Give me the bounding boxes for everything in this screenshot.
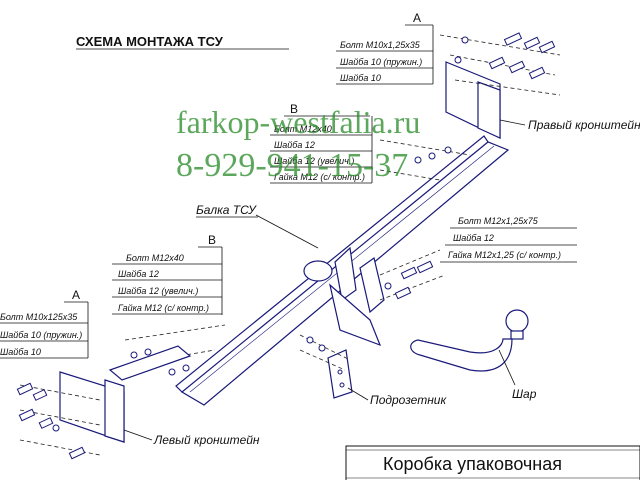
socket-leader — [347, 387, 369, 401]
ball-label: Шар — [512, 387, 537, 401]
center-mount — [303, 246, 385, 347]
left-b-item-2: Шайба 12 — [118, 269, 159, 279]
ball-bolts — [379, 249, 446, 301]
ball-leader — [498, 349, 516, 386]
right-bracket-leader — [499, 119, 526, 126]
mid-group-letter: B — [290, 102, 298, 116]
right-group-item-3: Шайба 10 — [340, 73, 381, 83]
left-bracket-label: Левый кронштейн — [153, 433, 260, 447]
diagram-title: СХЕМА МОНТАЖА ТСУ — [76, 34, 224, 49]
left-bracket-side — [104, 379, 125, 443]
watermark-site: farkop-westfalia.ru — [176, 104, 420, 140]
left-b-item-1: Болт М12х40 — [126, 253, 184, 263]
left-bracket-leader — [123, 429, 153, 441]
left-b-item-3: Шайба 12 (увелич.) — [118, 286, 198, 296]
mid-bolts — [379, 139, 471, 186]
right-group-letter: A — [413, 11, 421, 25]
packaging-box-title: Коробка упаковочная — [383, 454, 562, 474]
right-bracket-label: Правый кронштейн — [528, 118, 640, 132]
watermark-phone: 8-929-941-15-37 — [176, 147, 408, 184]
left-b-bolts — [124, 324, 226, 376]
socket-label: Подрозетник — [370, 393, 447, 407]
right-group-item-2: Шайба 10 (пружин.) — [340, 57, 422, 67]
left-bolts — [16, 382, 101, 460]
ball-group-item-3: Гайка М12х1,25 (с/ контр.) — [448, 250, 561, 260]
left-a-item-3: Шайба 10 — [0, 347, 41, 357]
mid-group-item-1: Болт М12х40 — [274, 124, 332, 134]
tow-ball — [410, 309, 529, 372]
socket-holder — [299, 334, 353, 399]
left-a-letter: A — [72, 288, 80, 302]
right-group-item-1: Болт М10х1,25х35 — [340, 40, 421, 50]
mid-group-item-3: Шайба 12 (увелич.) — [274, 156, 354, 166]
mid-group-item-2: Шайба 12 — [274, 140, 315, 150]
beam-label: Балка ТСУ — [196, 203, 257, 217]
ball-group-item-2: Шайба 12 — [453, 233, 494, 243]
ball-group-item-1: Болт М12х1,25х75 — [458, 216, 539, 226]
left-b-item-4: Гайка М12 (с/ контр.) — [118, 303, 209, 313]
right-bracket-flange — [477, 81, 501, 139]
packaging-box-table: Коробка упаковочная — [345, 445, 640, 480]
right-bolts — [439, 32, 561, 96]
mid-group-item-4: Гайка М12 (с/ контр.) — [274, 172, 365, 182]
left-b-letter: B — [208, 233, 216, 247]
beam-leader — [255, 214, 319, 249]
left-bracket-top-flange — [108, 345, 192, 381]
left-a-item-2: Шайба 10 (пружин.) — [0, 330, 82, 340]
left-a-item-1: Болт М10х125х35 — [0, 312, 78, 322]
